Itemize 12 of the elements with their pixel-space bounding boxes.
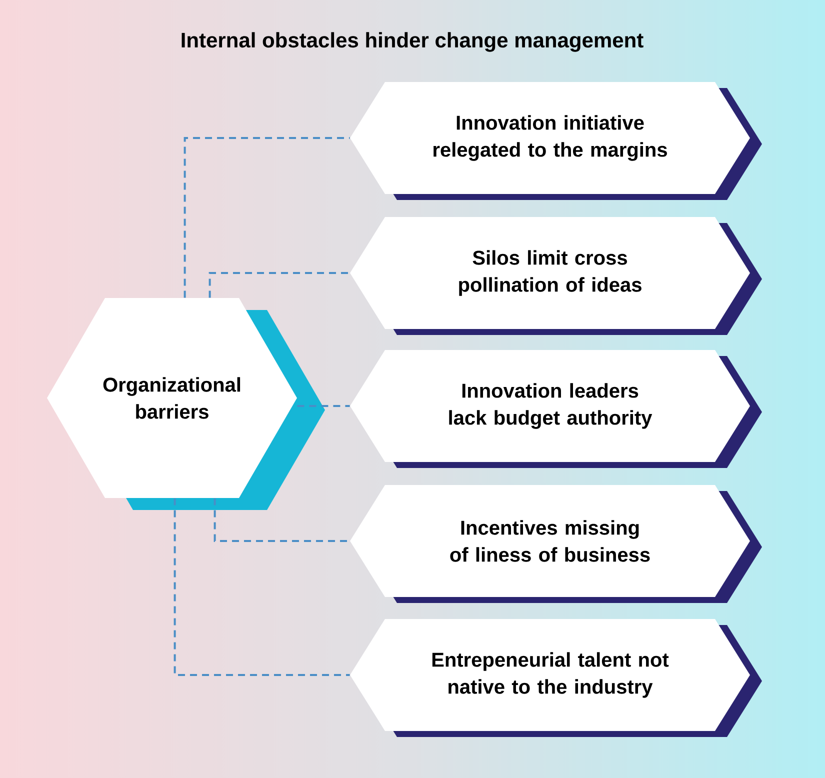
hexagon-box: Innovation leaders lack budget authority <box>350 350 750 462</box>
hexagon-box: Silos limit cross pollination of ideas <box>350 217 750 329</box>
hexagon-box: Entrepeneurial talent not native to the industry <box>350 619 750 731</box>
title: Internal obstacles hinder change management <box>182 32 644 52</box>
hexagon-box: Organizational barriers <box>47 298 297 498</box>
connector-line <box>297 405 350 407</box>
hexagon-box: Incentives missing of liness of business <box>350 485 750 597</box>
connector-line <box>208 272 350 298</box>
connector-line <box>184 137 350 298</box>
connector-line <box>174 498 350 676</box>
connector-line <box>214 498 350 542</box>
hexagon-box: Innovation initiative relegated to the margins <box>350 82 750 194</box>
